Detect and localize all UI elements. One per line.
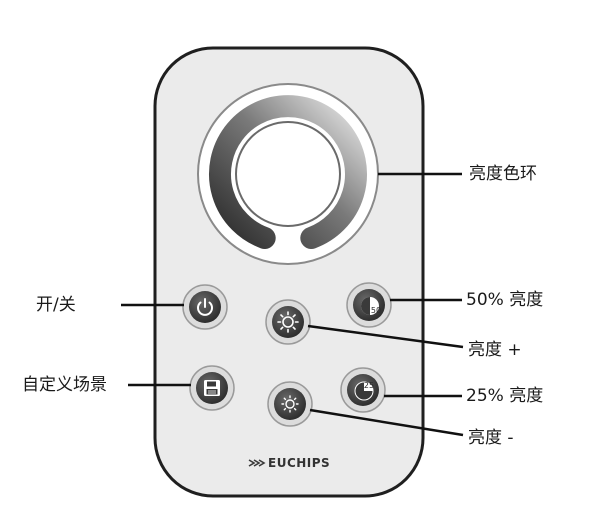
brightness-down-button[interactable] bbox=[267, 381, 313, 427]
brightness-color-ring[interactable] bbox=[197, 83, 379, 265]
label-brightness-up: 亮度 + bbox=[468, 340, 522, 360]
label-fifty-percent: 50% 亮度 bbox=[466, 290, 544, 310]
half-moon-icon bbox=[361, 297, 379, 315]
label-color-ring: 亮度色环 bbox=[469, 164, 537, 184]
label-twentyfive-percent: 25% 亮度 bbox=[466, 386, 544, 406]
brand-name: EUCHIPS bbox=[268, 456, 331, 470]
quarter-moon-icon bbox=[354, 381, 374, 401]
power-icon bbox=[197, 298, 213, 316]
sun-large-icon bbox=[277, 311, 299, 333]
twenty-five-percent-button[interactable]: 25 bbox=[340, 367, 386, 413]
label-custom-scene: 自定义场景 bbox=[22, 375, 107, 395]
custom-scene-button[interactable] bbox=[189, 365, 235, 411]
twenty-five-percent-button-label: 25 bbox=[364, 381, 374, 390]
power-button[interactable] bbox=[182, 284, 228, 330]
label-brightness-down: 亮度 - bbox=[468, 428, 514, 448]
callout-line-brightness-down bbox=[309, 408, 464, 437]
fifty-percent-button-label: 50 bbox=[371, 306, 381, 315]
euchips-logo-icon bbox=[248, 459, 266, 467]
label-on-off: 开/关 bbox=[36, 295, 76, 315]
sun-small-icon bbox=[281, 395, 299, 413]
save-disk-icon bbox=[204, 380, 220, 396]
brightness-up-button[interactable] bbox=[265, 299, 311, 345]
fifty-percent-button[interactable]: 50 bbox=[346, 282, 392, 328]
callout-line-brightness-up bbox=[307, 324, 464, 349]
callout-lines bbox=[121, 172, 464, 437]
